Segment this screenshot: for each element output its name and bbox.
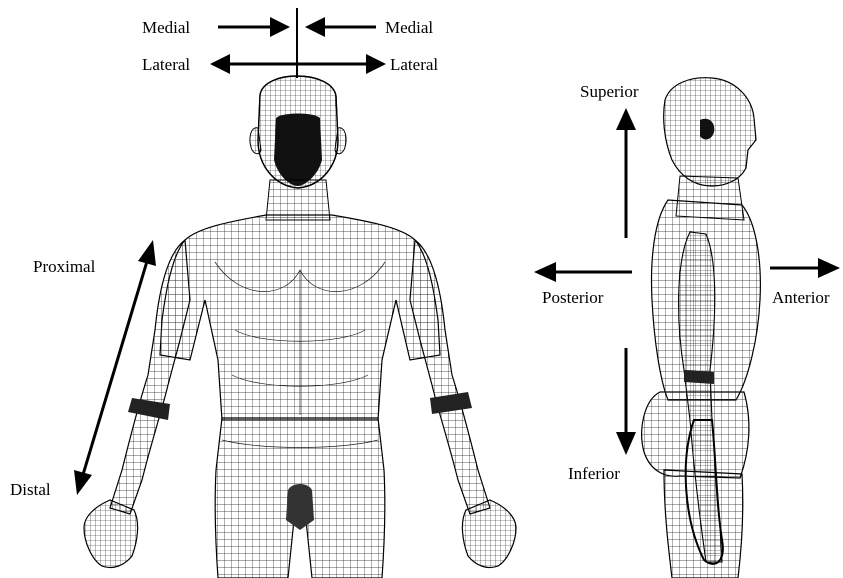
label-lateral-right: Lateral — [390, 55, 438, 74]
medial-left-arrow — [218, 17, 290, 37]
label-superior: Superior — [580, 82, 639, 101]
label-distal: Distal — [10, 480, 51, 499]
label-medial-right: Medial — [385, 18, 433, 37]
label-lateral-left: Lateral — [142, 55, 190, 74]
inferior-arrow — [616, 348, 636, 455]
medial-right-arrow — [305, 17, 376, 37]
label-anterior: Anterior — [772, 288, 830, 307]
label-inferior: Inferior — [568, 464, 620, 483]
posterior-arrow — [534, 262, 632, 282]
front-wireframe-figure — [84, 76, 516, 578]
label-posterior: Posterior — [542, 288, 604, 307]
side-wireframe-figure — [642, 78, 761, 578]
label-medial-left: Medial — [142, 18, 190, 37]
superior-arrow — [616, 108, 636, 238]
label-proximal: Proximal — [33, 257, 96, 276]
anterior-arrow — [770, 258, 840, 278]
